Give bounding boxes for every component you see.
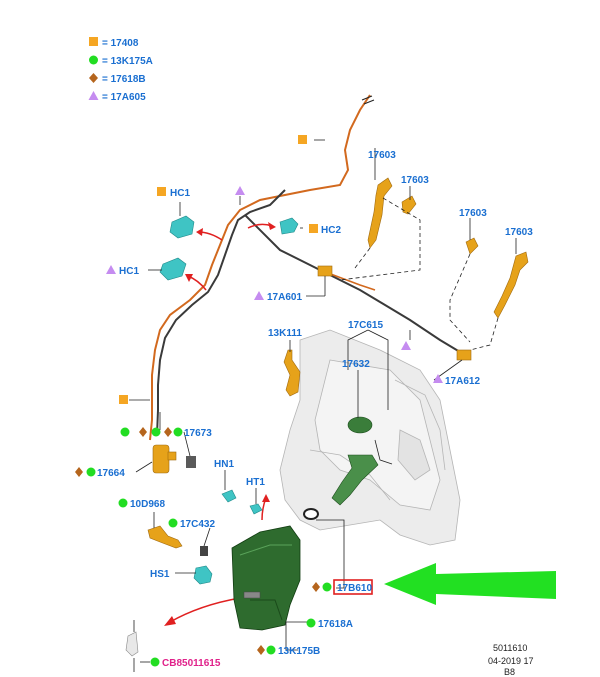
nozzle-group-left — [339, 177, 421, 281]
callout-label: 17603 — [505, 227, 533, 238]
callout-label: 17603 — [368, 150, 396, 161]
legend-circle-icon — [89, 55, 98, 65]
callout-labels: HC1 HC2 HC1 17603 17603 17603 17603 17A6… — [97, 150, 533, 669]
bracket-13k111 — [283, 349, 301, 397]
diamond-icon — [312, 582, 320, 592]
square-icon — [157, 187, 166, 196]
diamond-icon — [257, 645, 265, 655]
orange-hose-branch — [319, 269, 376, 291]
square-icon — [309, 224, 318, 233]
body-panel — [279, 329, 461, 546]
callout-label-highlighted: 17B610 — [337, 583, 372, 594]
circle-icon — [151, 427, 161, 437]
diamond-icon — [75, 467, 83, 477]
circle-icon — [173, 427, 183, 437]
callout-label: HS1 — [150, 569, 170, 580]
triangle-icon — [401, 341, 411, 350]
connector-17673 — [186, 456, 196, 468]
hc1-clip-icon — [169, 215, 195, 239]
seal-ring-icon — [303, 508, 319, 520]
callout-symbols — [75, 135, 443, 667]
triangle-icon — [254, 291, 264, 300]
callout-label: HC1 — [119, 266, 139, 277]
green-pointer-arrow — [384, 563, 556, 605]
legend-square-icon — [89, 37, 98, 46]
legend-label: = 13K175A — [102, 56, 153, 67]
circle-icon — [150, 657, 160, 667]
legend: = 17408 = 13K175A = 17618B = 17A605 — [88, 37, 153, 103]
nozzle-icon — [367, 177, 393, 249]
cb-connector-icon — [125, 631, 139, 657]
orange-hose — [149, 94, 371, 441]
legend-diamond-icon — [89, 73, 98, 83]
circle-icon — [168, 518, 178, 528]
grommet-17c432-icon — [200, 546, 208, 556]
ht1-icon — [249, 503, 263, 515]
leader-lines — [129, 139, 517, 672]
callout-label: 10D968 — [130, 499, 165, 510]
circle-icon — [322, 582, 332, 592]
callout-label: 17603 — [401, 175, 429, 186]
triangle-icon — [106, 265, 116, 274]
callout-label: HC1 — [170, 188, 190, 199]
connector-17a612 — [456, 349, 472, 361]
triangle-icon — [433, 374, 443, 383]
square-icon — [298, 135, 307, 144]
legend-label: = 17A605 — [102, 92, 146, 103]
triangle-icon — [235, 186, 245, 195]
callout-label: 17618A — [318, 619, 353, 630]
hc2-clip-icon — [279, 217, 299, 235]
legend-triangle-icon — [88, 91, 99, 100]
callout-label: 13K111 — [268, 328, 302, 339]
callout-label: HN1 — [214, 459, 234, 470]
callout-label: 17A612 — [445, 376, 480, 387]
callout-label: 17C432 — [180, 519, 215, 530]
callout-label: HT1 — [246, 477, 265, 488]
reference-date: 04-2019 17 — [488, 656, 534, 666]
callout-label: 17A601 — [267, 292, 302, 303]
nozzle-icon — [465, 237, 479, 255]
callout-label: 13K175B — [278, 646, 320, 657]
reference-code: B8 — [504, 667, 515, 677]
dark-hose-branch — [244, 214, 466, 356]
hose-clips — [159, 215, 299, 281]
callout-label: 17C615 — [348, 320, 383, 331]
washer-pump-17664 — [152, 444, 177, 474]
reference-block: 5011610 04-2019 17 B8 — [488, 643, 534, 677]
callout-label: 17673 — [184, 428, 212, 439]
circle-icon — [118, 498, 128, 508]
nozzle-icon — [401, 195, 417, 215]
callout-label: 17603 — [459, 208, 487, 219]
circle-icon — [306, 618, 316, 628]
circle-icon — [120, 427, 130, 437]
hc1-clip-icon — [159, 257, 187, 281]
diamond-icon — [164, 427, 172, 437]
washer-hoses — [149, 94, 466, 441]
legend-label: = 17618B — [102, 74, 146, 85]
hs1-icon — [193, 565, 213, 585]
connector-17a601 — [317, 265, 333, 296]
callout-label: 17632 — [342, 359, 370, 370]
callout-label: CB85011615 — [162, 658, 221, 669]
diamond-icon — [139, 427, 147, 437]
washer-reservoir — [231, 525, 301, 631]
legend-label: = 17408 — [102, 38, 139, 49]
callout-label: 17664 — [97, 468, 125, 479]
filler-neck-17632 — [331, 416, 393, 506]
red-pointers — [164, 222, 276, 626]
nozzle-group-right — [449, 237, 529, 351]
filler-cap-icon — [347, 416, 373, 434]
callout-label: HC2 — [321, 225, 341, 236]
nozzle-icon — [493, 251, 529, 319]
square-icon — [119, 395, 128, 404]
circle-icon — [266, 645, 276, 655]
reference-number: 5011610 — [493, 643, 527, 653]
highlight-box — [333, 579, 373, 595]
hn1-icon — [221, 489, 237, 503]
sensor-10d968-icon — [147, 525, 183, 549]
circle-icon — [86, 467, 96, 477]
